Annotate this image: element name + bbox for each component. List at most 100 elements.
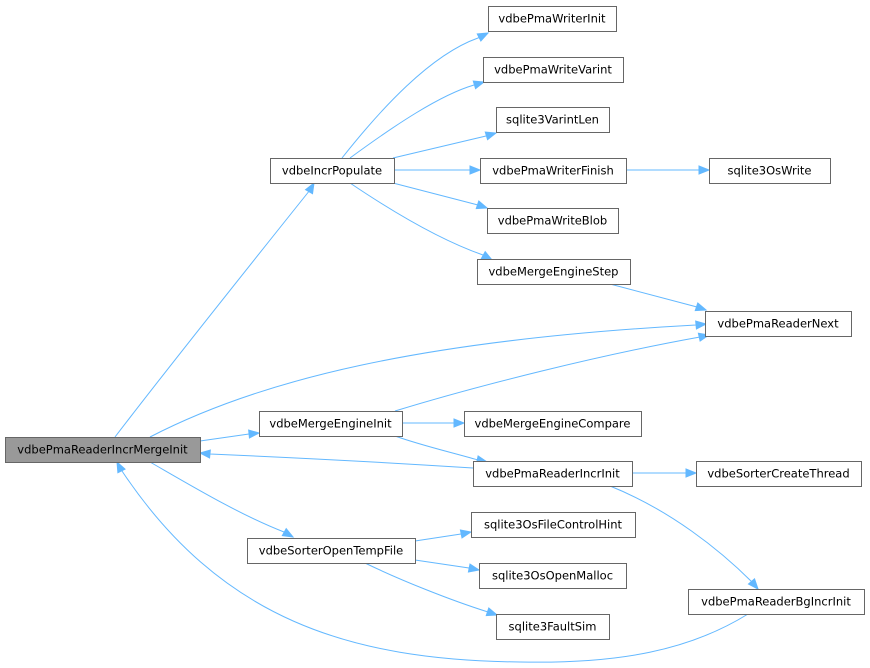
node-writerInit[interactable]: vdbePmaWriterInit	[488, 6, 617, 32]
node-osWrite[interactable]: sqlite3OsWrite	[709, 158, 831, 184]
edge-openTemp-to-openMalloc	[414, 559, 481, 573]
node-label: sqlite3OsWrite	[728, 164, 812, 178]
node-root[interactable]: vdbePmaReaderIncrMergeInit	[5, 437, 201, 463]
node-mergeInit[interactable]: vdbeMergeEngineInit	[259, 411, 403, 437]
node-box	[471, 512, 636, 538]
node-box	[487, 208, 619, 234]
edge-line	[394, 435, 488, 463]
node-createThread[interactable]: vdbeSorterCreateThread	[696, 461, 862, 487]
edge-line	[609, 485, 759, 590]
node-writerFinish[interactable]: vdbePmaWriterFinish	[480, 158, 627, 184]
edge-line	[149, 323, 707, 438]
arrow-head-icon	[475, 200, 489, 210]
edge-line	[116, 461, 749, 663]
arrow-head-icon	[695, 320, 708, 330]
graph-edges	[114, 32, 759, 663]
node-faultSim[interactable]: sqlite3FaultSim	[496, 614, 610, 640]
node-box	[496, 614, 610, 640]
edge-openTemp-to-fileCtrl	[414, 529, 473, 542]
node-label: sqlite3FaultSim	[509, 620, 597, 634]
edge-root-to-readerNext	[149, 320, 708, 438]
edge-line	[394, 334, 710, 412]
node-box	[480, 158, 627, 184]
edge-populate-to-writeVarint	[349, 80, 486, 159]
node-box	[709, 158, 831, 184]
edge-line	[349, 182, 493, 261]
arrow-head-icon	[248, 429, 261, 439]
node-label: vdbePmaReaderIncrInit	[485, 467, 620, 481]
edge-bgIncrInit-to-root	[116, 460, 749, 663]
node-varintLen[interactable]: sqlite3VarintLen	[496, 107, 610, 133]
arrow-head-icon	[476, 32, 490, 42]
node-writeBlob[interactable]: vdbePmaWriteBlob	[487, 208, 619, 234]
node-box	[488, 6, 617, 32]
arrow-head-icon	[467, 563, 481, 573]
arrow-head-icon	[281, 527, 295, 538]
node-label: vdbeMergeEngineCompare	[475, 417, 631, 431]
arrow-head-icon	[685, 468, 698, 478]
node-label: vdbeMergeEngineStep	[489, 265, 619, 279]
graph-nodes: vdbePmaReaderIncrMergeInit vdbeIncrPopula…	[5, 6, 865, 640]
node-box	[688, 589, 865, 615]
edge-mergeInit-to-readerNext	[394, 332, 711, 412]
node-box	[705, 311, 852, 337]
edge-line	[392, 182, 488, 209]
node-incrInit[interactable]: vdbePmaReaderIncrInit	[473, 461, 633, 487]
node-label: vdbePmaReaderNext	[717, 317, 839, 331]
edge-root-to-openTemp	[149, 461, 295, 538]
node-label: vdbePmaReaderBgIncrInit	[701, 595, 851, 609]
node-label: vdbeSorterCreateThread	[707, 467, 849, 481]
edge-populate-to-writeBlob	[392, 182, 489, 210]
arrow-head-icon	[459, 529, 473, 539]
arrow-head-icon	[480, 250, 494, 261]
node-box	[477, 259, 631, 285]
node-mergeStep[interactable]: vdbeMergeEngineStep	[477, 259, 631, 285]
arrow-head-icon	[453, 418, 466, 428]
arrow-head-icon	[469, 165, 482, 175]
edge-populate-to-writerFinish	[394, 165, 482, 175]
node-label: sqlite3OsFileControlHint	[484, 518, 623, 532]
edge-openTemp-to-faultSim	[364, 562, 499, 617]
edge-line	[392, 132, 497, 159]
node-box	[247, 538, 416, 564]
node-label: vdbePmaReaderIncrMergeInit	[17, 443, 188, 457]
node-label: sqlite3VarintLen	[506, 113, 599, 127]
node-readerNext[interactable]: vdbePmaReaderNext	[705, 311, 852, 337]
node-openMalloc[interactable]: sqlite3OsOpenMalloc	[479, 563, 627, 589]
edge-line	[199, 452, 474, 469]
node-fileCtrl[interactable]: sqlite3OsFileControlHint	[471, 512, 636, 538]
edge-populate-to-writerInit	[341, 32, 490, 159]
node-box	[479, 563, 627, 589]
node-populate[interactable]: vdbeIncrPopulate	[270, 158, 395, 184]
edge-root-to-mergeInit	[199, 429, 261, 442]
node-label: sqlite3OsOpenMalloc	[492, 569, 613, 583]
edge-incrInit-to-root	[198, 449, 474, 469]
node-label: vdbeSorterOpenTempFile	[259, 544, 403, 558]
edge-populate-to-mergeStep	[349, 182, 494, 261]
node-box	[473, 461, 633, 487]
edge-line	[341, 32, 489, 159]
edge-populate-to-varintLen	[392, 131, 498, 159]
node-label: vdbePmaWriteVarint	[494, 63, 612, 77]
node-label: vdbePmaWriteBlob	[498, 214, 607, 228]
node-mergeCompare[interactable]: vdbeMergeEngineCompare	[464, 411, 642, 437]
edge-line	[349, 81, 485, 159]
node-box	[5, 437, 201, 463]
node-writeVarint[interactable]: vdbePmaWriteVarint	[483, 57, 624, 83]
arrow-head-icon	[694, 302, 708, 312]
arrow-head-icon	[747, 577, 759, 591]
edge-line	[609, 283, 707, 311]
node-openTemp[interactable]: vdbeSorterOpenTempFile	[247, 538, 416, 564]
node-label: vdbePmaWriterFinish	[492, 164, 614, 178]
node-bgIncrInit[interactable]: vdbePmaReaderBgIncrInit	[688, 589, 865, 615]
node-label: vdbeMergeEngineInit	[269, 417, 392, 431]
arrow-head-icon	[698, 165, 711, 175]
node-box	[496, 107, 610, 133]
arrow-head-icon	[198, 449, 211, 459]
arrow-head-icon	[472, 80, 486, 90]
arrow-head-icon	[484, 131, 498, 141]
edge-line	[114, 182, 315, 438]
arrow-head-icon	[485, 607, 499, 617]
node-box	[270, 158, 395, 184]
